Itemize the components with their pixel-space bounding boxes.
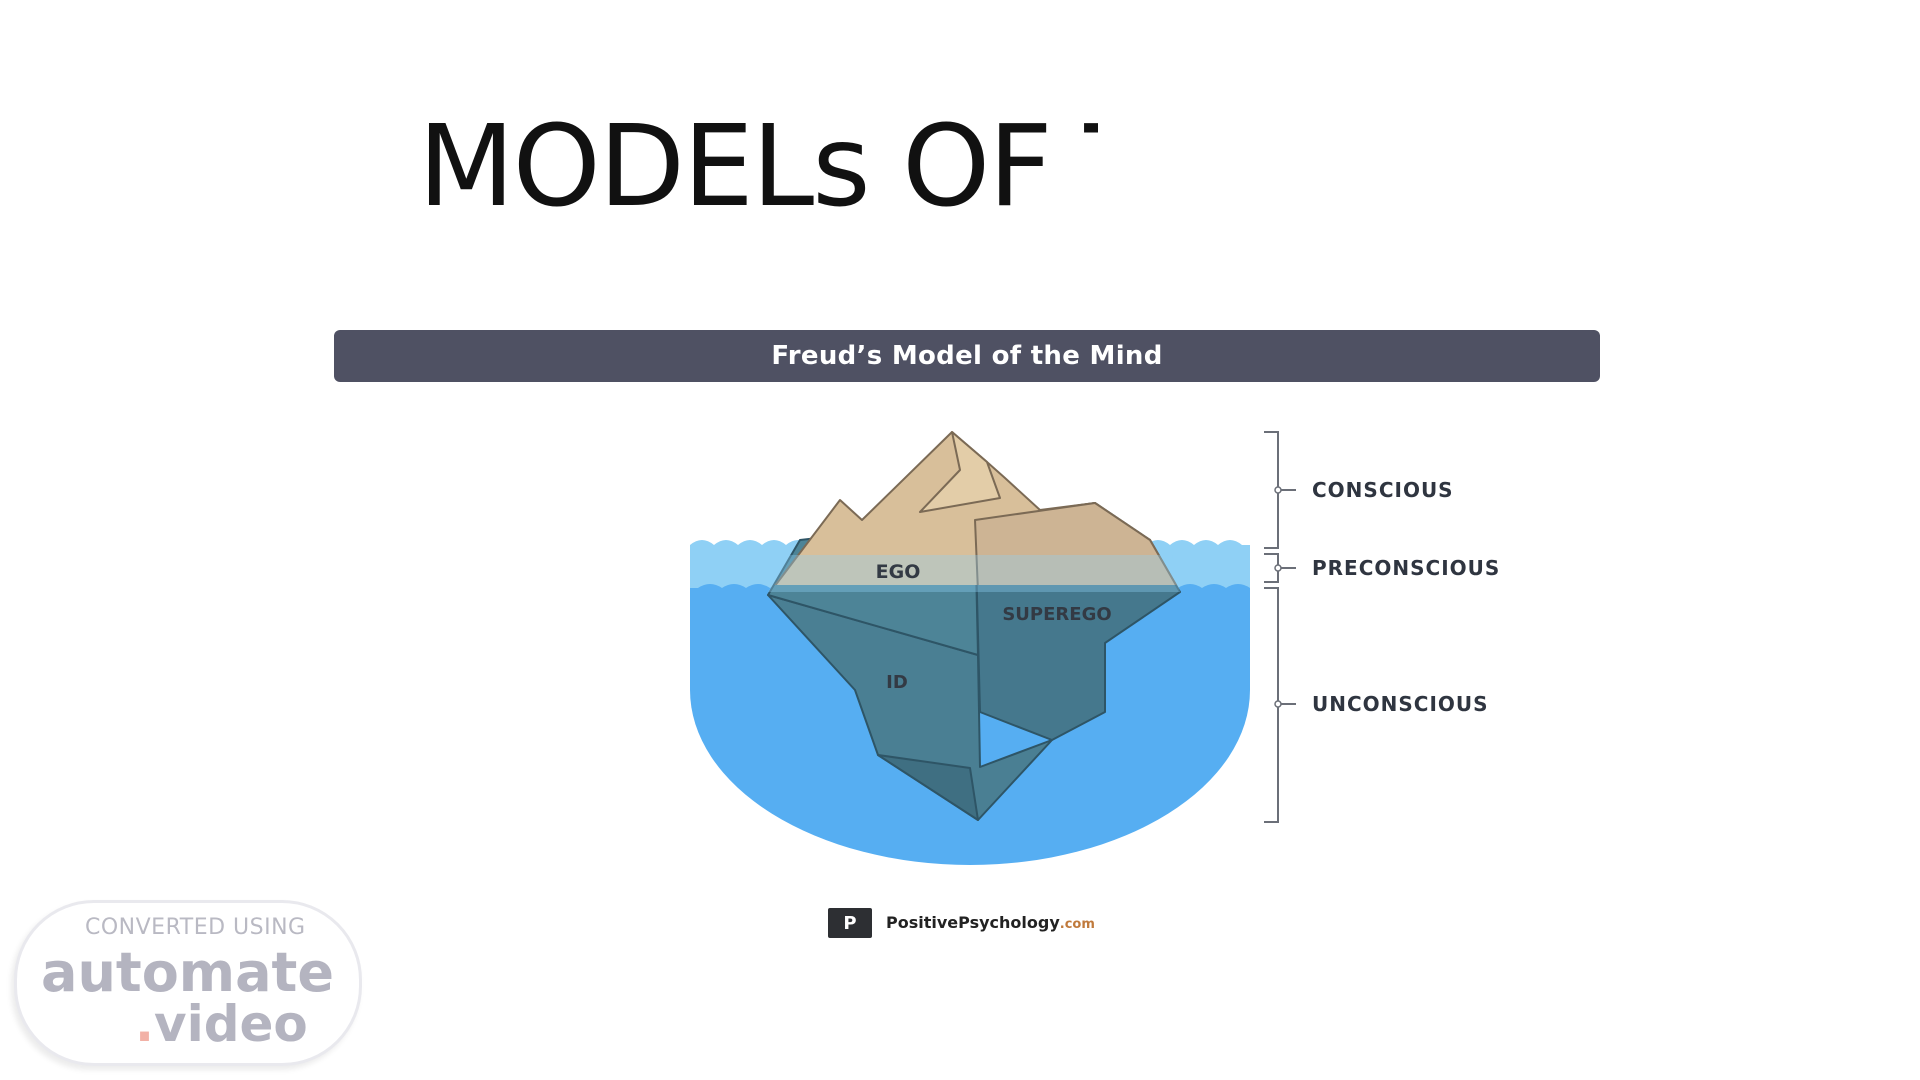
level-label-conscious: CONSCIOUS xyxy=(1312,478,1454,502)
source-credit: P PositivePsychology.com xyxy=(828,908,1095,938)
watermark-line2: automate xyxy=(41,941,334,1004)
diagram-title: Freud’s Model of the Mind xyxy=(771,341,1163,371)
iceberg-peak xyxy=(774,431,1178,585)
positive-psychology-logo-icon: P xyxy=(828,908,872,938)
region-label-id: ID xyxy=(886,672,908,693)
region-label-ego: EGO xyxy=(876,561,921,583)
credit-domain: .com xyxy=(1059,917,1095,932)
watermark-video: video xyxy=(154,995,308,1053)
automate-video-watermark: CONVERTED USING automate .video xyxy=(14,900,362,1066)
iceberg-bottom-facet xyxy=(877,754,979,821)
watermark-dot: . xyxy=(135,995,154,1053)
watermark-line3: .video xyxy=(135,995,308,1053)
watermark-line1: CONVERTED USING xyxy=(85,915,306,940)
level-label-unconscious: UNCONSCIOUS xyxy=(1312,692,1489,716)
diagram-title-banner: Freud’s Model of the Mind xyxy=(334,330,1600,382)
level-label-preconscious: PRECONSCIOUS xyxy=(1312,556,1500,580)
credit-name: PositivePsychology xyxy=(886,913,1060,932)
slide-title: MODELs OF THE MIND xyxy=(418,102,1098,232)
region-label-superego: SUPEREGO xyxy=(1002,604,1111,625)
